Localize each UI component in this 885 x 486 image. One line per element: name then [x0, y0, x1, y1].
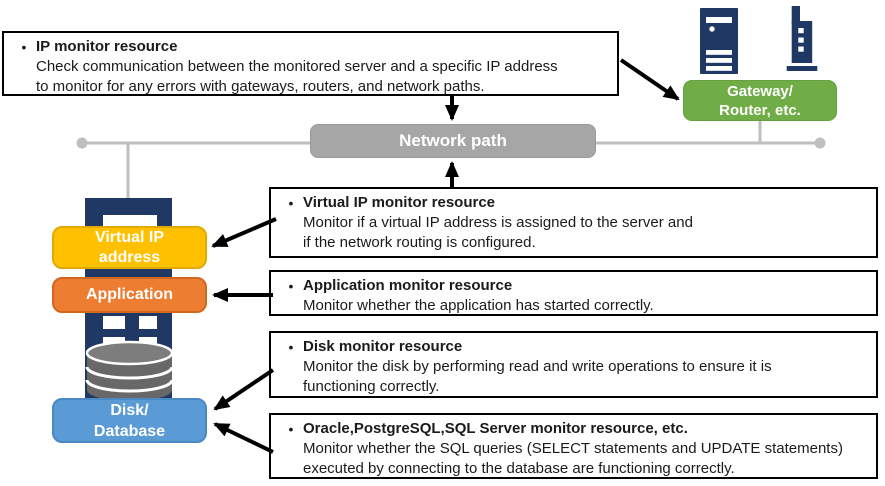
arrow-sql-to-diskdb [213, 422, 274, 454]
callout-title: IP monitor resource [36, 38, 178, 55]
node-disk-database: Disk/ Database [52, 398, 207, 443]
callout-title: Application monitor resource [303, 277, 513, 294]
node-label-line: address [98, 248, 161, 266]
callout-line: functioning correctly. [303, 378, 440, 395]
callout-application-monitor: • Application monitor resource Monitor w… [269, 270, 878, 316]
callout-line: executed by connecting to the database a… [303, 460, 735, 477]
arrow-ip-to-gateway [619, 58, 680, 101]
callout-title: Disk monitor resource [303, 338, 463, 355]
node-label-line: Router, etc. [719, 101, 801, 119]
node-virtual-ip-address: Virtual IP address [52, 226, 207, 269]
node-label-line: Virtual IP [94, 228, 165, 246]
node-label: Application [85, 286, 174, 303]
node-label-line: Database [93, 422, 166, 440]
server-slot [103, 215, 157, 227]
callout-line: Check communication between the monitore… [36, 58, 558, 75]
node-network-path: Network path [310, 124, 596, 158]
callout-ip-monitor: • IP monitor resource Check communicatio… [2, 31, 619, 96]
node-gateway-router: Gateway/ Router, etc. [683, 80, 837, 121]
bullet: • [288, 195, 294, 211]
arrow-disk-to-diskdb [213, 368, 275, 411]
callout-line: if the network routing is configured. [303, 234, 536, 251]
router-icon [786, 6, 818, 71]
callout-title: Virtual IP monitor resource [303, 194, 496, 211]
callout-line: Monitor if a virtual IP address is assig… [303, 214, 693, 231]
server-slot-divider [125, 316, 139, 347]
callout-sql-monitor: • Oracle,PostgreSQL,SQL Server monitor r… [269, 413, 878, 479]
node-label-line: Gateway/ [727, 82, 793, 100]
callout-disk-monitor: • Disk monitor resource Monitor the disk… [269, 331, 878, 398]
arrow-vip-to-vipbox [211, 217, 277, 248]
node-label-line: Disk/ [110, 401, 149, 419]
bullet: • [288, 421, 294, 437]
server-tower-icon [700, 8, 738, 74]
callout-virtual-ip-monitor: • Virtual IP monitor resource Monitor if… [269, 187, 878, 258]
bullet: • [288, 278, 294, 294]
callout-title: Oracle,PostgreSQL,SQL Server monitor res… [303, 420, 688, 437]
bullet: • [21, 39, 27, 55]
callout-line: to monitor for any errors with gateways,… [36, 78, 485, 95]
callout-line: Monitor whether the SQL queries (SELECT … [303, 440, 843, 457]
node-application: Application [52, 277, 207, 313]
bullet: • [288, 339, 294, 355]
callout-line: Monitor the disk by performing read and … [303, 358, 772, 375]
node-label: Network path [399, 131, 507, 150]
callout-line: Monitor whether the application has star… [303, 297, 654, 314]
